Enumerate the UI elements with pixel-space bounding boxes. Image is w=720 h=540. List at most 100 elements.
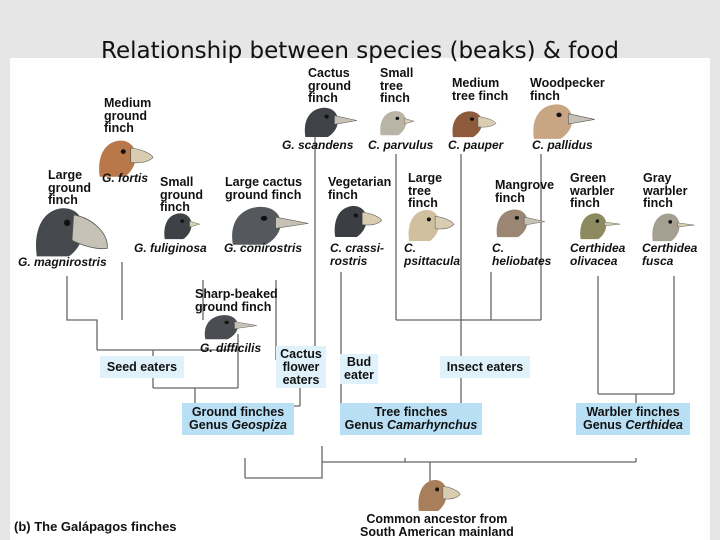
- finch-head: [496, 209, 528, 238]
- finch-head: [652, 213, 680, 242]
- finch-head: [580, 213, 607, 240]
- finch-beak: [442, 485, 461, 500]
- finch-eye: [224, 320, 229, 324]
- gray-warbler-finch-illustration: [652, 213, 695, 242]
- large-tree-finch-illustration: [408, 209, 455, 241]
- mangrove-finch-illustration: [496, 209, 546, 238]
- species-common-name: Large tree finch: [408, 171, 443, 210]
- species-common-name: Sharp-beaked ground finch: [195, 287, 278, 314]
- finch-beak: [130, 147, 154, 164]
- genus-group-name: Ground finches: [191, 405, 285, 419]
- large-cactus-finch-illustration: [232, 206, 309, 245]
- genus-group-name: Warbler finches: [586, 405, 680, 419]
- diet-box-bud-eater: Bud eater: [340, 354, 378, 384]
- finch-beak: [334, 115, 357, 125]
- species-common-name: Gray warbler finch: [643, 171, 688, 210]
- finch-head: [36, 208, 84, 257]
- species-common-name: Medium tree finch: [452, 76, 509, 103]
- finch-eye: [435, 487, 440, 492]
- finch-eye: [180, 219, 185, 223]
- species-scientific-name: C. crassi- rostris: [330, 241, 385, 268]
- finch-beak: [275, 216, 309, 229]
- genus-name-line: Genus Geospiza: [189, 419, 287, 432]
- species-scientific-name: G. magnirostris: [18, 255, 107, 269]
- medium-ground-finch-illustration: [99, 140, 154, 177]
- species-scientific-name: G. fuliginosa: [134, 241, 207, 255]
- finch-head: [533, 104, 573, 139]
- finch-beak: [604, 221, 621, 227]
- species-common-name: Mangrove finch: [495, 178, 555, 205]
- species-common-name: Vegetarian finch: [328, 175, 392, 202]
- diet-box-insect-eaters: Insect eaters: [440, 356, 530, 378]
- finch-beak: [567, 113, 595, 125]
- species-scientific-name: G. scandens: [282, 138, 354, 152]
- genus-name: Camarhynchus: [387, 418, 478, 432]
- finch-eye: [395, 116, 400, 120]
- vegetarian-finch-illustration: [334, 205, 382, 237]
- large-ground-finch-illustration: [36, 208, 108, 257]
- finch-beak: [71, 214, 108, 250]
- genus-prefix: Genus: [189, 418, 232, 432]
- figure-caption: (b) The Galápagos finches: [14, 519, 177, 534]
- genus-box-camarhynchus: Tree finches Genus Camarhynchus: [340, 403, 482, 435]
- finch-eye: [595, 219, 600, 223]
- species-common-name: Large ground finch: [48, 168, 92, 207]
- finch-eye: [260, 215, 268, 221]
- genus-group-name: Tree finches: [374, 405, 448, 419]
- cactus-ground-finch-illustration: [304, 107, 357, 138]
- finch-eye: [426, 217, 431, 222]
- species-scientific-name: C. pauper: [448, 138, 504, 152]
- finch-head: [380, 111, 407, 136]
- genus-prefix: Genus: [344, 418, 388, 432]
- species-scientific-name: C. heliobates: [492, 241, 552, 268]
- genus-name-line: Genus Certhidea: [583, 419, 683, 432]
- genus-name: Geospiza: [231, 418, 287, 432]
- genus-box-geospiza: Ground finches Genus Geospiza: [182, 403, 294, 435]
- species-scientific-name: G. fortis: [102, 171, 149, 185]
- finch-head: [408, 209, 440, 241]
- species-common-name: Large cactus ground finch: [225, 175, 303, 202]
- green-warbler-finch-illustration: [580, 213, 621, 240]
- finch-eye: [353, 213, 358, 218]
- species-scientific-name: C. psittacula: [404, 241, 461, 268]
- medium-tree-finch-illustration: [452, 111, 497, 138]
- species-common-name: Medium ground finch: [104, 96, 152, 135]
- finch-head: [304, 107, 339, 138]
- finch-eye: [556, 112, 562, 118]
- slide-title: Relationship between species (beaks) & f…: [101, 38, 619, 64]
- finch-beak: [434, 215, 455, 230]
- finch-beak: [234, 321, 257, 330]
- finch-beak: [404, 118, 415, 125]
- sharp-beaked-finch-illustration: [204, 315, 257, 340]
- genus-name-line: Genus Camarhynchus: [345, 419, 478, 432]
- finch-head: [232, 206, 281, 245]
- finch-head: [99, 140, 136, 177]
- species-scientific-name: C. pallidus: [532, 138, 593, 152]
- species-common-name: Small tree finch: [380, 66, 414, 105]
- finch-head: [418, 479, 447, 511]
- finch-eye: [324, 114, 329, 119]
- finch-eye: [668, 220, 673, 224]
- finch-head: [452, 111, 483, 138]
- species-common-name: Small ground finch: [160, 175, 204, 214]
- finch-beak: [677, 222, 695, 228]
- species-scientific-name: Certhidea olivacea: [570, 241, 626, 268]
- ancestor-label: Common ancestor from South American main…: [360, 512, 514, 539]
- finch-beak: [361, 211, 382, 226]
- species-common-name: Woodpecker finch: [530, 76, 605, 103]
- species-scientific-name: G. conirostris: [224, 241, 303, 255]
- species-common-name: Cactus ground finch: [308, 66, 352, 105]
- small-tree-finch-illustration: [380, 111, 415, 136]
- woodpecker-finch-illustration: [533, 104, 595, 139]
- finch-head: [334, 205, 367, 237]
- finch-head: [204, 315, 239, 340]
- genus-name: Certhidea: [625, 418, 684, 432]
- diet-box-cactus-flower-eaters: Cactus flower eaters: [276, 346, 326, 388]
- finch-eye: [470, 117, 474, 121]
- small-ground-finch-illustration: [164, 213, 201, 240]
- diagram-panel: Cactus ground finch Small tree finch Med…: [10, 58, 710, 540]
- finch-eye: [514, 216, 519, 220]
- common-ancestor-finch-illustration: [418, 479, 461, 511]
- finch-beak: [477, 116, 497, 128]
- finch-beak: [189, 220, 201, 228]
